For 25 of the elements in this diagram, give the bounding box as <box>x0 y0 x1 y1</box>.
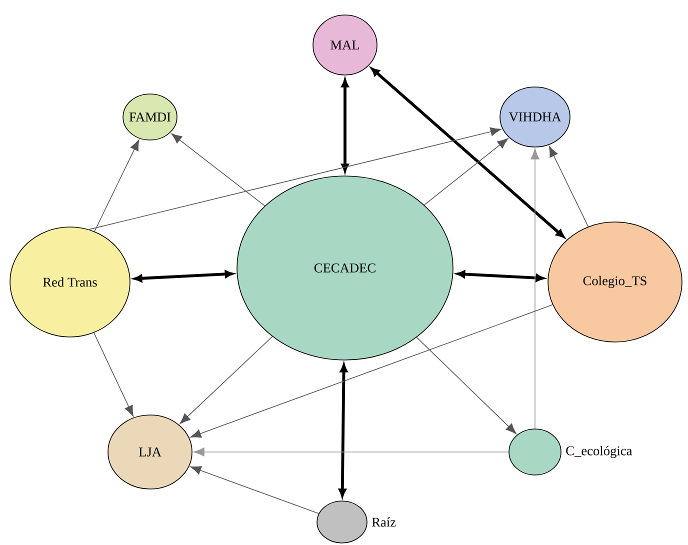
arrow <box>194 448 509 456</box>
arrow <box>94 140 140 232</box>
graph-node: C_ecológica <box>508 428 632 476</box>
node-label: C_ecológica <box>566 446 632 458</box>
arrow <box>416 336 516 434</box>
graph-node: LJA <box>108 414 192 490</box>
graph-node: Red Trans <box>10 226 130 338</box>
arrow <box>190 304 553 438</box>
arrow <box>134 270 234 282</box>
arrow <box>371 68 564 238</box>
arrow <box>171 133 266 206</box>
arrow <box>530 148 540 429</box>
node-label: Raíz <box>372 517 396 527</box>
graph-node: Colegio_TS <box>548 222 682 342</box>
arrow <box>88 127 502 230</box>
graph-node: CECADEC <box>236 176 454 360</box>
graph-node: MAL <box>312 14 378 76</box>
graph-node: FAMDI <box>122 94 178 140</box>
arrow <box>190 466 320 514</box>
arrow <box>180 336 273 424</box>
graph-node: VIHDHA <box>500 86 570 148</box>
arrow <box>424 138 508 206</box>
graph-node: Raíz <box>316 500 396 544</box>
arrow <box>94 332 134 416</box>
arrow <box>548 146 589 227</box>
